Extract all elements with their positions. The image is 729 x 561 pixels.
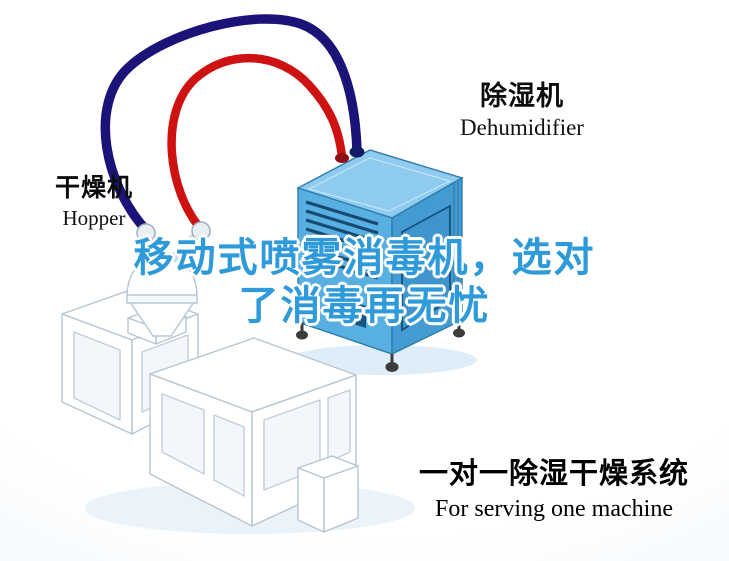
dehumidifier-label-group: 除湿机 Dehumidifier (442, 74, 602, 141)
dehumidifier-label-en: Dehumidifier (460, 115, 584, 140)
hopper-label-en: Hopper (62, 206, 126, 230)
watermark-line-1: 移动式喷雾消毒机，选对 (133, 235, 596, 281)
hopper-label-group: 干燥机 Hopper (44, 168, 144, 231)
dehumidifier-label-zh: 除湿机 (480, 81, 564, 112)
air-pipes (100, 14, 362, 236)
footer-title-zh: 一对一除湿干燥系统 (418, 456, 689, 490)
hopper-label-zh: 干燥机 (54, 173, 133, 202)
footer-caption-group: 一对一除湿干燥系统 For serving one machine (406, 450, 702, 523)
watermark-title: 移动式喷雾消毒机，选对 了消毒再无忧 (0, 234, 729, 330)
supply-air-pipe-icon (167, 54, 347, 234)
pipe-connectors (136, 146, 365, 243)
footer-subtitle-en: For serving one machine (435, 496, 673, 522)
return-air-pipe-icon (100, 14, 362, 236)
extruder-machine-illustration (61, 289, 359, 533)
dehumidifier-illustration (296, 149, 465, 372)
vent-louvers-icon (305, 200, 379, 280)
caster-wheels-icon (296, 320, 465, 372)
side-door-icon (401, 204, 451, 332)
control-box-icon (344, 299, 366, 328)
watermark-line-2: 了消毒再无忧 (238, 283, 491, 329)
